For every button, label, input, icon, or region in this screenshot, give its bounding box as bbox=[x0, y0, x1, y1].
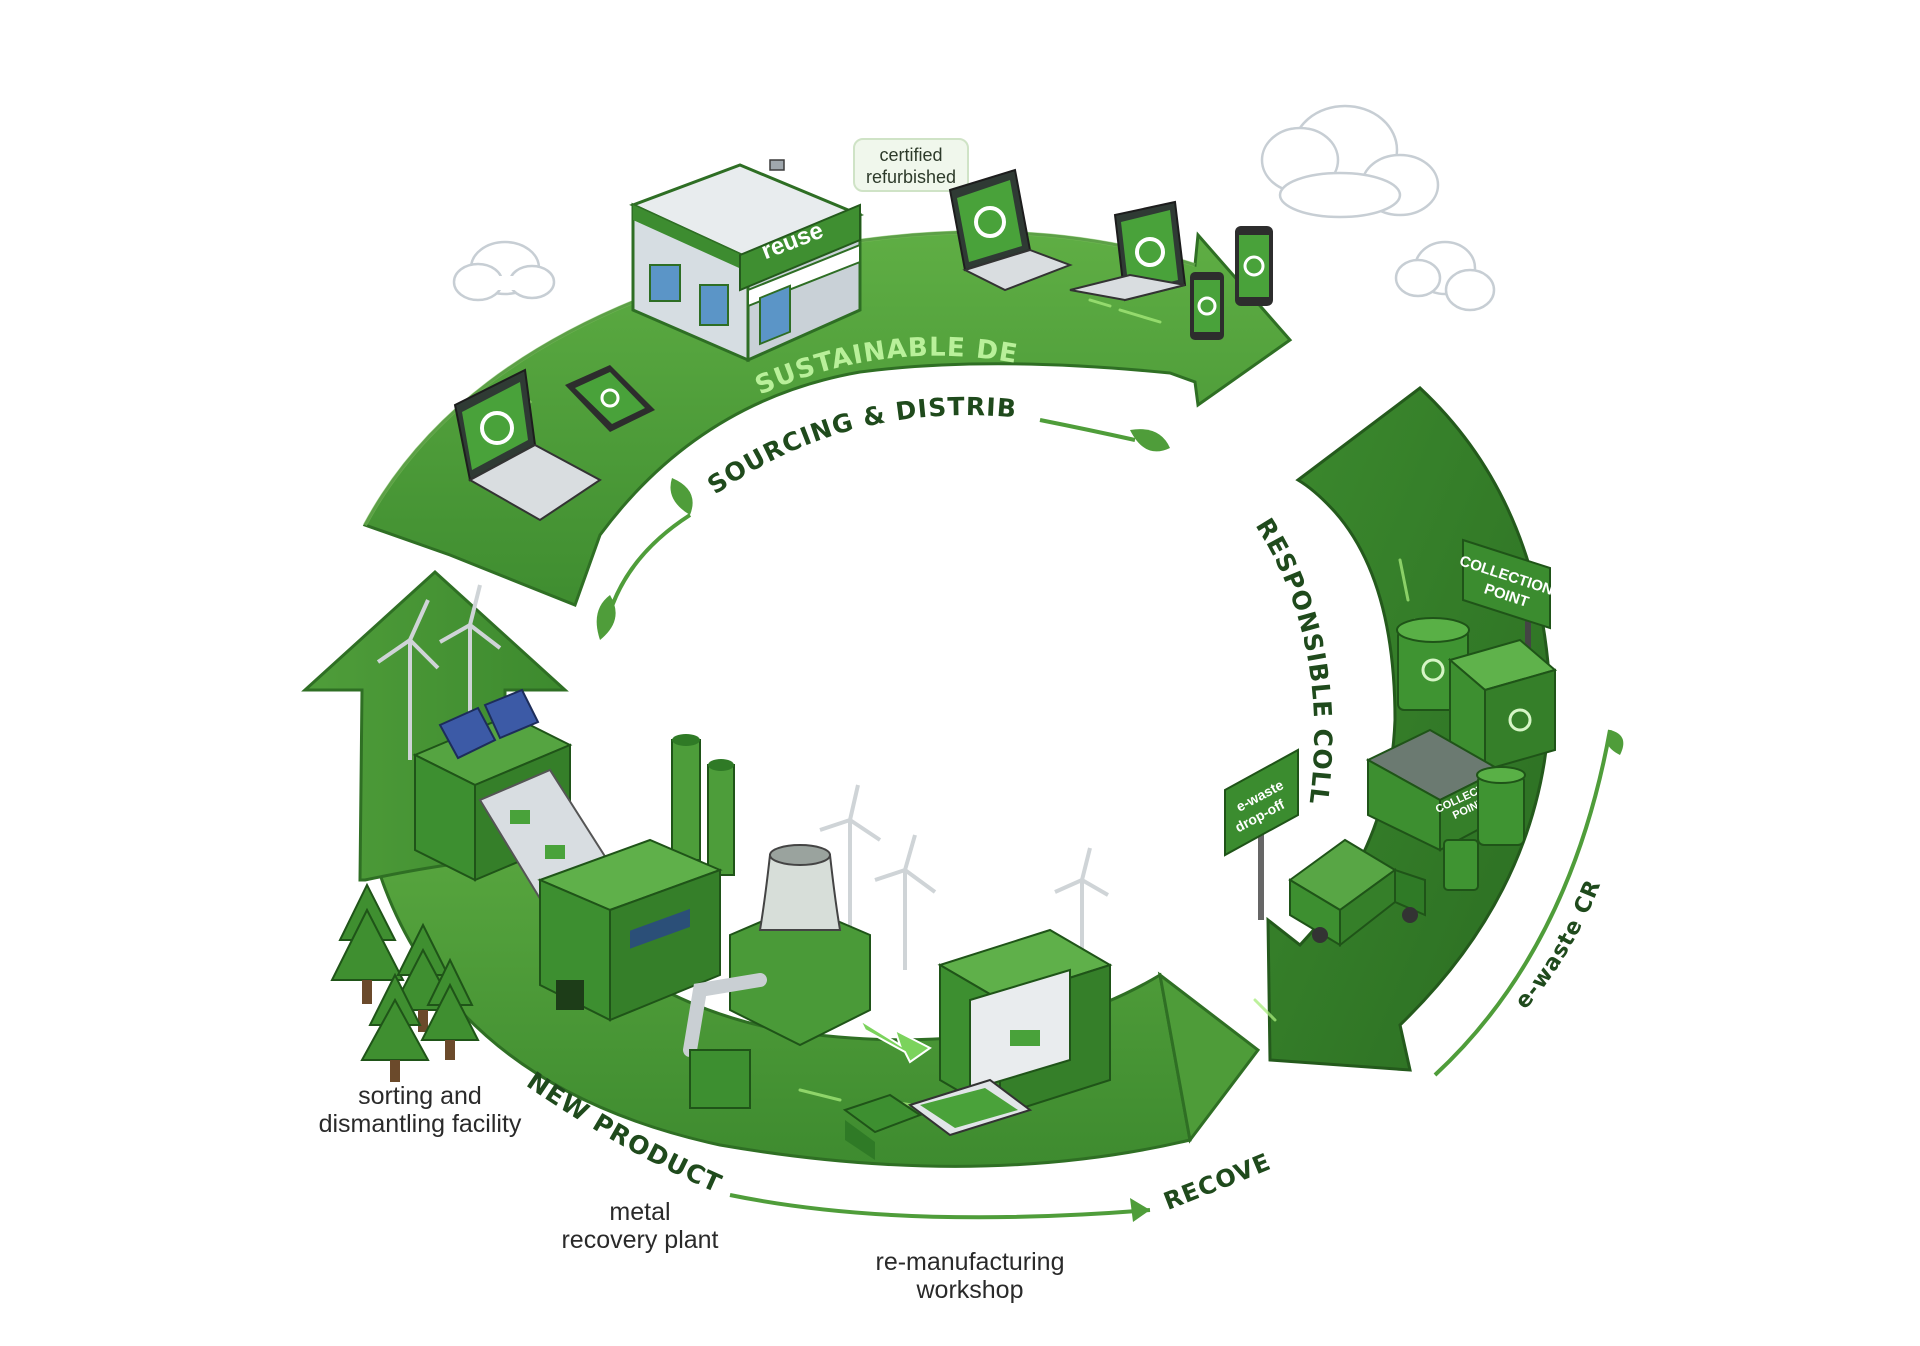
cooling-tower bbox=[729, 844, 871, 1047]
laptop-icon bbox=[1069, 200, 1187, 302]
phone-icon bbox=[565, 365, 655, 432]
caption-remanufacturing: re-manufacturing workshop bbox=[875, 1248, 1065, 1304]
metal-recovery-plant bbox=[537, 734, 735, 1022]
certified-badge: certified refurbished bbox=[853, 138, 969, 192]
tree-icon bbox=[330, 882, 405, 1004]
recycling-bin-icon bbox=[1447, 638, 1558, 772]
caption-sorting: sorting and dismantling facility bbox=[318, 1082, 522, 1138]
cloud-icon bbox=[452, 240, 556, 302]
tree-icon bbox=[420, 957, 480, 1060]
phone-icon bbox=[1190, 272, 1224, 340]
collection-point-sign: COLLECTION POINT bbox=[1457, 538, 1555, 660]
phone-icon bbox=[1235, 226, 1273, 306]
stage-label-design: SUSTAINABLE DESIGN bbox=[0, 0, 1020, 401]
power-box bbox=[689, 1049, 751, 1109]
pipes bbox=[683, 973, 767, 1057]
cloud-icon bbox=[1260, 104, 1440, 219]
recycling-bin-icon bbox=[1443, 839, 1479, 891]
3d-printer-icon bbox=[937, 928, 1113, 1117]
leaf-icon bbox=[596, 429, 1624, 1222]
truck-icon bbox=[1288, 838, 1426, 948]
flow-arrow-inner bbox=[603, 418, 1612, 1220]
circuit-board-icon bbox=[842, 1078, 1033, 1160]
dropoff-sign: e-waste drop-off bbox=[1224, 748, 1299, 920]
laptop-icon bbox=[453, 368, 602, 522]
solar-panel-icon bbox=[438, 688, 540, 760]
flow-arrow-highlight bbox=[857, 1017, 932, 1064]
reuse-store: reuse bbox=[629, 159, 865, 363]
cloud-icon bbox=[1394, 240, 1496, 312]
laptop-icon bbox=[948, 168, 1073, 292]
tree-icon bbox=[360, 972, 430, 1082]
caption-metal-recovery: metal recovery plant bbox=[561, 1198, 719, 1254]
recycling-bin-icon bbox=[1476, 766, 1526, 846]
